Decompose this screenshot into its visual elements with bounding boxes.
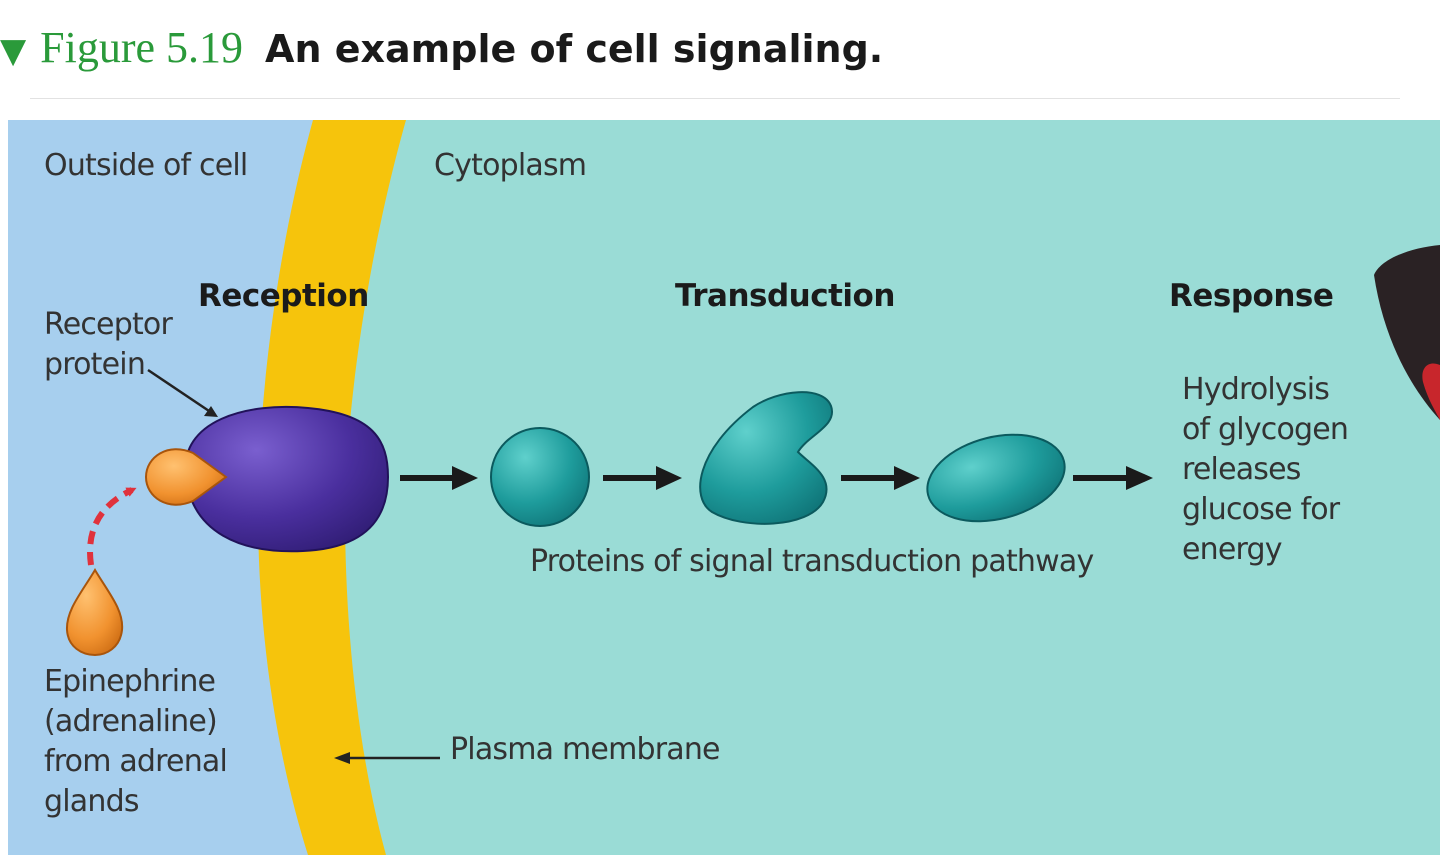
bound-epinephrine bbox=[144, 448, 228, 506]
diagram-artwork bbox=[8, 120, 1440, 855]
plasma-membrane-label: Plasma membrane bbox=[450, 732, 721, 767]
receptor-protein-label: Receptor protein bbox=[44, 307, 173, 382]
response-description: Hydrolysis of glycogen releases glucose … bbox=[1182, 372, 1349, 567]
receptor-protein bbox=[184, 405, 390, 553]
binding-dashed-arrow bbox=[87, 487, 137, 566]
pathway-arrowhead-1 bbox=[452, 466, 478, 490]
figure-number: Figure 5.19 bbox=[40, 23, 244, 72]
membrane-pointer-head bbox=[334, 752, 350, 764]
pathway-arrows bbox=[400, 466, 1153, 490]
pathway-arrowhead-3 bbox=[894, 466, 920, 490]
epinephrine-label: Epinephrine (adrenaline) from adrenal gl… bbox=[44, 664, 228, 819]
outside-cell-label: Outside of cell bbox=[44, 148, 248, 183]
transduction-protein-2 bbox=[699, 391, 834, 525]
transduction-protein-3 bbox=[926, 433, 1066, 523]
transduction-heading: Transduction bbox=[675, 278, 895, 314]
transduction-protein-1 bbox=[490, 427, 590, 527]
receptor-pointer-head bbox=[204, 406, 218, 417]
receptor-pointer-line bbox=[147, 368, 216, 417]
figure-caption: ▼ Figure 5.19 An example of cell signali… bbox=[0, 22, 883, 82]
response-heading: Response bbox=[1169, 278, 1334, 314]
proteins-pathway-label: Proteins of signal transduction pathway bbox=[530, 544, 1094, 579]
pathway-arrowhead-4 bbox=[1126, 466, 1153, 490]
pathway-arrowhead-2 bbox=[656, 466, 682, 490]
figure-title: An example of cell signaling. bbox=[265, 27, 884, 71]
cell-signaling-diagram: Outside of cell Cytoplasm Reception Tran… bbox=[8, 120, 1440, 855]
caption-triangle-icon: ▼ bbox=[0, 31, 27, 71]
epinephrine-molecule bbox=[65, 568, 124, 657]
cytoplasm-label: Cytoplasm bbox=[434, 148, 587, 183]
cropped-object-red-part bbox=[1422, 363, 1440, 420]
caption-rule bbox=[30, 98, 1400, 99]
reception-heading: Reception bbox=[198, 278, 369, 314]
